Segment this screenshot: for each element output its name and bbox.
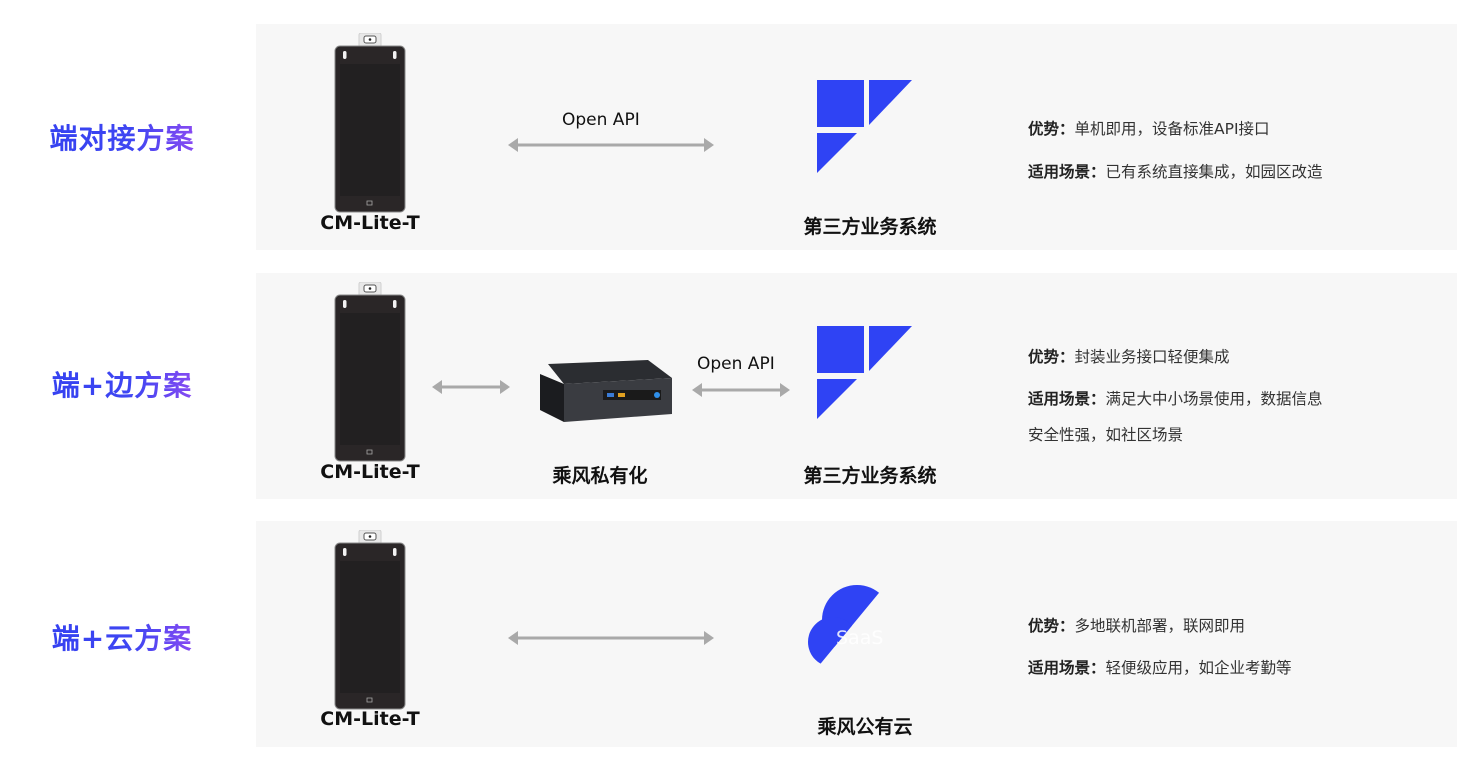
advantage-text: 优势：单机即用，设备标准API接口 bbox=[1028, 118, 1270, 140]
cm-lite-t-device-icon bbox=[333, 282, 407, 462]
scheme-panel-end-to-end bbox=[256, 24, 1457, 250]
open-api-label: Open API bbox=[562, 110, 640, 130]
open-api-label: Open API bbox=[697, 354, 775, 374]
advantage-label: 优势： bbox=[1028, 348, 1075, 366]
advantage-text: 优势：封装业务接口轻便集成 bbox=[1028, 346, 1230, 368]
scenario-value: 满足大中小场景使用，数据信息 bbox=[1105, 390, 1323, 408]
scenario-label: 适用场景： bbox=[1028, 163, 1106, 181]
device-label: CM-Lite-T bbox=[320, 212, 420, 234]
saas-text: SaaS bbox=[836, 627, 883, 649]
scenario-label: 适用场景： bbox=[1028, 659, 1106, 677]
device-label: CM-Lite-T bbox=[320, 461, 420, 483]
advantage-value: 单机即用，设备标准API接口 bbox=[1074, 120, 1270, 138]
advantage-value: 多地联机部署，联网即用 bbox=[1074, 617, 1246, 635]
public-cloud-label: 乘风公有云 bbox=[817, 716, 913, 738]
third-party-system-logo-icon bbox=[817, 326, 912, 466]
bidirectional-arrow-icon bbox=[692, 383, 790, 397]
advantage-text: 优势：多地联机部署，联网即用 bbox=[1028, 615, 1245, 637]
scheme-title-end-to-end: 端对接方案 bbox=[0, 117, 244, 157]
advantage-label: 优势： bbox=[1028, 120, 1075, 138]
scenario-text: 适用场景：已有系统直接集成，如园区改造 bbox=[1028, 161, 1323, 183]
cloud-saas-icon: SaaS bbox=[808, 585, 883, 667]
third-party-system-logo-icon bbox=[817, 80, 912, 220]
scheme-title-end-cloud: 端+云方案 bbox=[0, 617, 244, 657]
scenario-text-line2: 安全性强，如社区场景 bbox=[1028, 426, 1184, 444]
scenario-text: 适用场景：轻便级应用，如企业考勤等 bbox=[1028, 657, 1292, 679]
scenario-value: 已有系统直接集成，如园区改造 bbox=[1105, 163, 1323, 181]
device-label: CM-Lite-T bbox=[320, 708, 420, 730]
scheme-panel-end-cloud bbox=[256, 521, 1457, 747]
cm-lite-t-device-icon bbox=[333, 33, 407, 213]
bidirectional-arrow-icon bbox=[508, 138, 714, 152]
bidirectional-arrow-icon bbox=[432, 380, 510, 394]
edge-server-box-icon bbox=[540, 360, 672, 422]
advantage-label: 优势： bbox=[1028, 617, 1075, 635]
scenario-text: 适用场景：满足大中小场景使用，数据信息 bbox=[1028, 388, 1323, 410]
advantage-value: 封装业务接口轻便集成 bbox=[1074, 348, 1230, 366]
private-deployment-label: 乘风私有化 bbox=[552, 465, 648, 487]
scheme-title-end-edge: 端+边方案 bbox=[0, 364, 244, 404]
cm-lite-t-device-icon bbox=[333, 530, 407, 710]
third-party-system-label: 第三方业务系统 bbox=[803, 465, 937, 487]
scenario-value: 轻便级应用，如企业考勤等 bbox=[1105, 659, 1292, 677]
scenario-label: 适用场景： bbox=[1028, 390, 1106, 408]
bidirectional-arrow-icon bbox=[508, 631, 714, 645]
third-party-system-label: 第三方业务系统 bbox=[803, 216, 937, 238]
